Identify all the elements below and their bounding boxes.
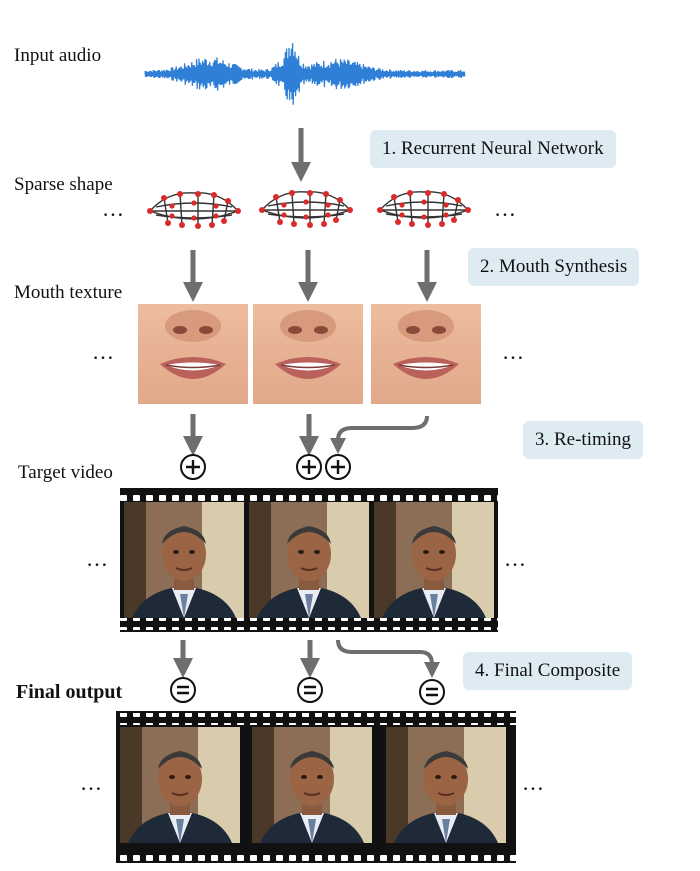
final-frame-1	[119, 726, 241, 844]
sparse-shape-1	[146, 190, 242, 230]
ellipsis-target-right: …	[504, 546, 529, 571]
arrow-final-composite	[336, 639, 440, 678]
ellipsis-mouth-left: …	[92, 339, 117, 364]
ellipsis-final-right: …	[522, 770, 547, 795]
arrow-retiming	[330, 415, 429, 454]
ellipsis-target-left: …	[86, 546, 111, 571]
target-video-label: Target video	[18, 462, 113, 483]
step-mouth-synthesis: 2. Mouth Synthesis	[468, 248, 640, 286]
ellipsis-mouth-right: …	[502, 339, 527, 364]
final-frame-2	[251, 726, 373, 844]
final-frame-3	[385, 726, 507, 844]
sparse-shape-label: Sparse shape	[14, 174, 113, 195]
target-frame-2	[248, 501, 370, 619]
mouth-texture-1	[137, 303, 249, 405]
audio-waveform	[144, 43, 466, 105]
target-frame-1	[123, 501, 245, 619]
plus-circle-icon	[324, 453, 352, 481]
mouth-texture-label: Mouth texture	[14, 282, 123, 303]
ellipsis-shape-right: …	[494, 196, 519, 221]
equals-circle-icon	[169, 676, 197, 704]
equals-circle-icon	[418, 678, 446, 706]
sparse-shape-2	[258, 189, 354, 229]
plus-circle-icon	[179, 453, 207, 481]
step-recurrent-neural-network: 1. Recurrent Neural Network	[370, 130, 616, 168]
plus-circle-icon	[295, 453, 323, 481]
final-output-filmstrip	[116, 711, 516, 863]
ellipsis-shape-left: …	[102, 196, 127, 221]
final-output-label: Final output	[16, 681, 123, 703]
mouth-texture-3	[370, 303, 482, 405]
step-final-composite: 4. Final Composite	[463, 652, 633, 690]
target-video-filmstrip	[120, 488, 498, 632]
step-re-timing: 3. Re-timing	[523, 421, 644, 459]
input-audio-label: Input audio	[14, 45, 102, 66]
mouth-texture-2	[252, 303, 364, 405]
sparse-shape-3	[376, 189, 472, 229]
equals-circle-icon	[296, 676, 324, 704]
target-frame-3	[373, 501, 495, 619]
ellipsis-final-left: …	[80, 770, 105, 795]
